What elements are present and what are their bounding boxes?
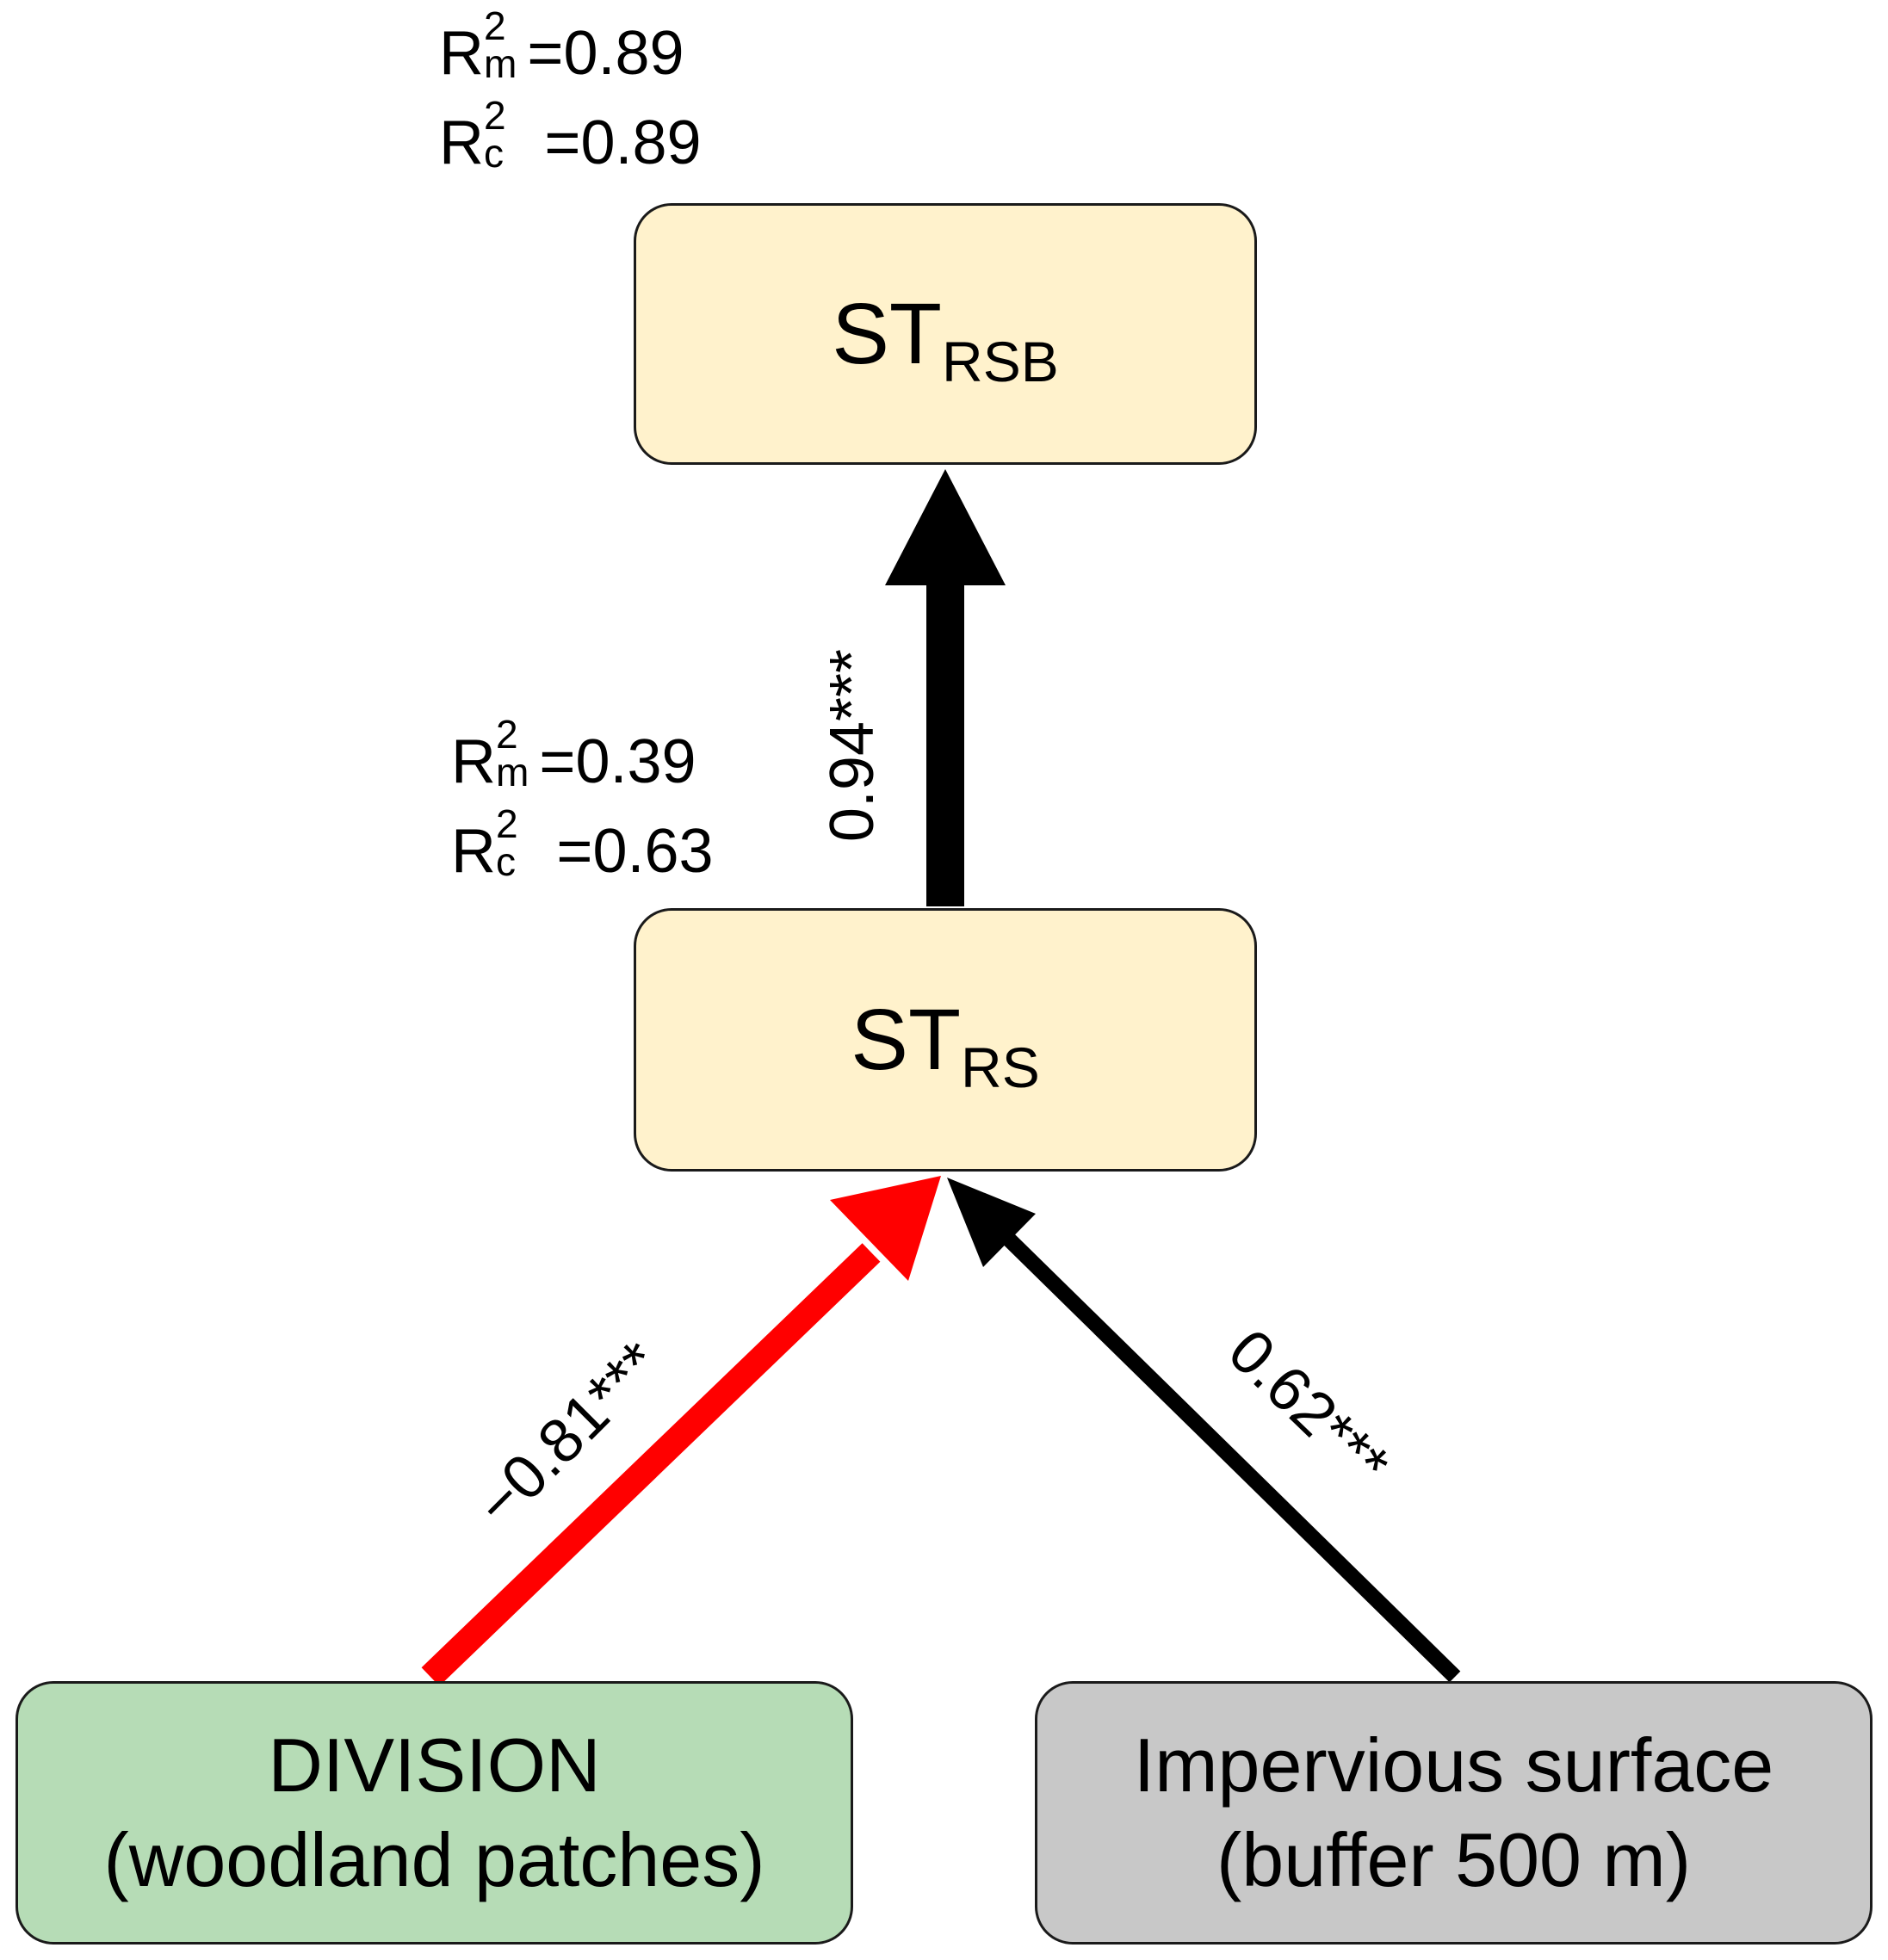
edge-division-to-strs-arrowhead [830, 1176, 941, 1281]
node-strsb-label: STRSB [832, 286, 1059, 394]
node-division-line1: DIVISION [268, 1722, 601, 1808]
node-impervious: Impervious surface (buffer 500 m) [1035, 1681, 1873, 1945]
node-division-line2: (woodland patches) [103, 1817, 765, 1902]
edge-label-strs-to-strsb: 0.94*** [818, 648, 887, 843]
edge-impervious-to-strs-arrowhead [947, 1178, 1036, 1267]
edge-impervious-to-strs [994, 1225, 1461, 1683]
edge-strs-to-strsb-arrowhead [885, 469, 1006, 585]
node-strs: STRS [634, 908, 1257, 1172]
node-division: DIVISION (woodland patches) [15, 1681, 853, 1945]
node-strs-label: STRS [851, 992, 1040, 1100]
node-strsb: STRSB [634, 203, 1257, 465]
node-impervious-line1: Impervious surface [1133, 1722, 1774, 1808]
edge-division-to-strs [421, 1243, 881, 1686]
node-impervious-line2: (buffer 500 m) [1216, 1817, 1692, 1902]
